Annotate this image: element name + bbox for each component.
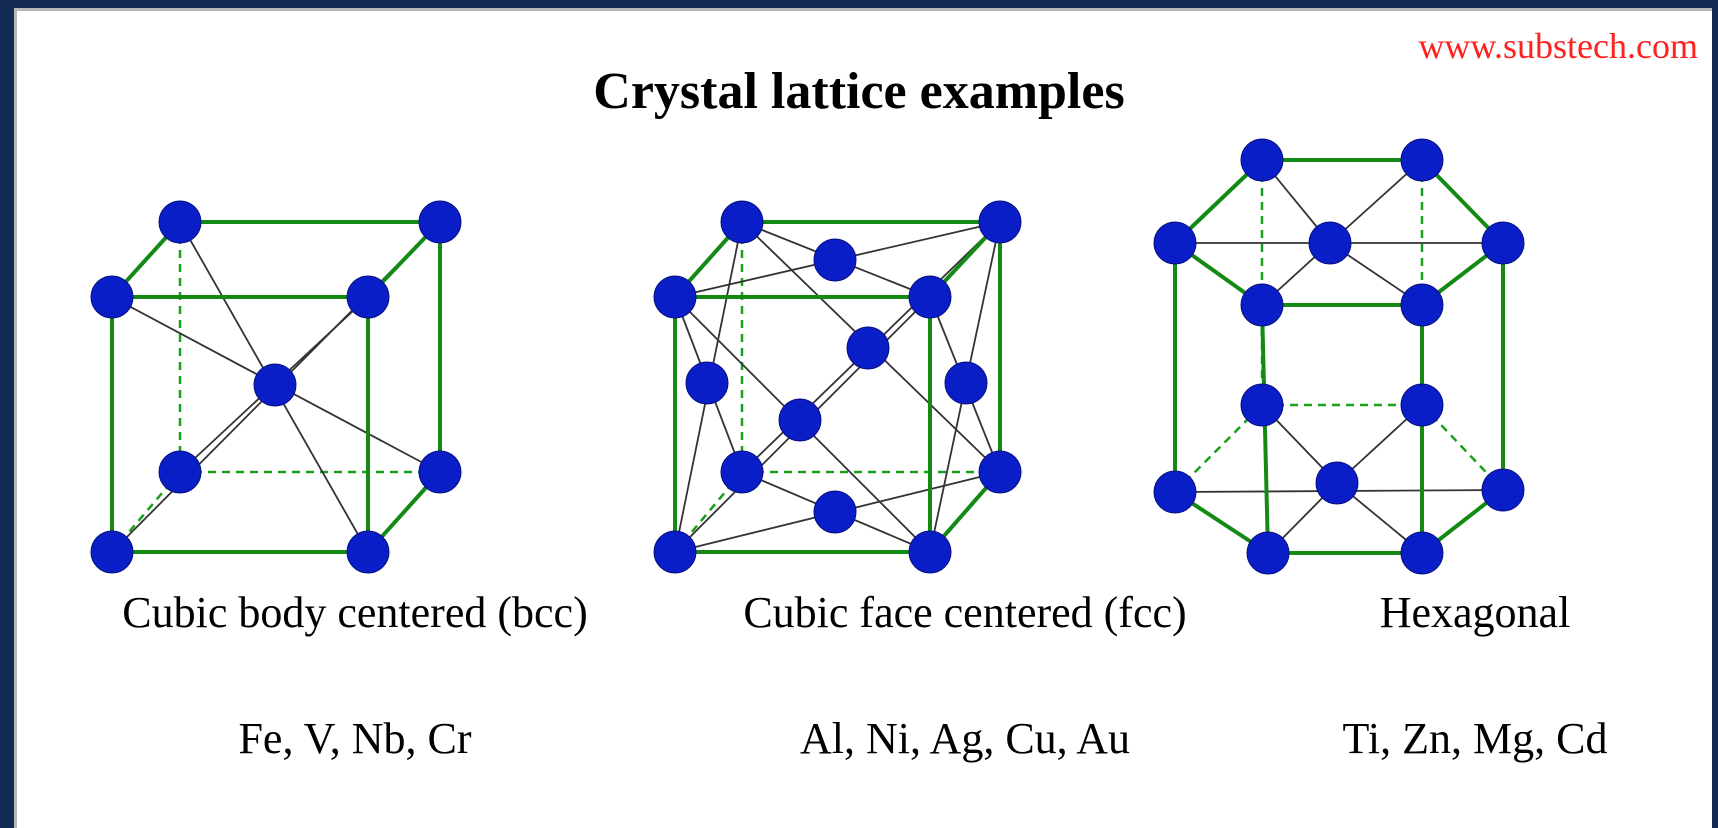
- hexagonal-lattice: [1153, 138, 1525, 575]
- hex-atom: [1400, 283, 1444, 327]
- fcc-corner-atom: [720, 450, 764, 494]
- fcc-corner-atom: [978, 450, 1022, 494]
- hex-atom: [1481, 221, 1525, 265]
- hexagonal-examples: Ti, Zn, Mg, Cd: [1342, 714, 1608, 763]
- bcc-atom: [90, 530, 134, 574]
- hex-atom: [1481, 468, 1525, 512]
- hexagonal-caption: Hexagonal: [1379, 588, 1571, 637]
- bcc-atom: [346, 530, 390, 574]
- hex-atom: [1240, 383, 1284, 427]
- bcc-atom: [158, 450, 202, 494]
- watermark: www.substech.com: [1418, 26, 1698, 66]
- fcc-face-atom: [778, 398, 822, 442]
- bcc-lattice: [90, 200, 462, 574]
- hex-edge: [1260, 304, 1270, 554]
- bcc-atom: [418, 200, 462, 244]
- hex-atom: [1240, 138, 1284, 182]
- fcc-caption: Cubic face centered (fcc): [743, 588, 1187, 637]
- fcc-corner-atom: [653, 530, 697, 574]
- bcc-atom: [90, 275, 134, 319]
- fcc-face-atom: [685, 361, 729, 405]
- fcc-corner-atom: [653, 275, 697, 319]
- hex-atom: [1240, 283, 1284, 327]
- bcc-atom: [418, 450, 462, 494]
- hex-center-atom: [1315, 461, 1359, 505]
- bcc-caption: Cubic body centered (bcc): [122, 588, 588, 637]
- hex-center-atom: [1308, 221, 1352, 265]
- hex-atom: [1400, 383, 1444, 427]
- bcc-examples: Fe, V, Nb, Cr: [238, 714, 472, 763]
- fcc-corner-atom: [720, 200, 764, 244]
- diagram-title: Crystal lattice examples: [593, 63, 1125, 120]
- hex-atom: [1400, 531, 1444, 575]
- fcc-face-atom: [944, 361, 988, 405]
- fcc-examples: Al, Ni, Ag, Cu, Au: [799, 714, 1131, 763]
- hex-atom: [1246, 531, 1290, 575]
- fcc-face-atom: [846, 326, 890, 370]
- bcc-center-atom: [253, 363, 297, 407]
- hex-atom: [1400, 138, 1444, 182]
- hex-atom: [1153, 221, 1197, 265]
- fcc-corner-atom: [908, 275, 952, 319]
- bcc-atom: [158, 200, 202, 244]
- fcc-corner-atom: [908, 530, 952, 574]
- fcc-face-atom: [813, 238, 857, 282]
- fcc-corner-atom: [978, 200, 1022, 244]
- hex-atom: [1153, 470, 1197, 514]
- fcc-lattice: [653, 200, 1022, 574]
- fcc-face-atom: [813, 490, 857, 534]
- bcc-atom: [346, 275, 390, 319]
